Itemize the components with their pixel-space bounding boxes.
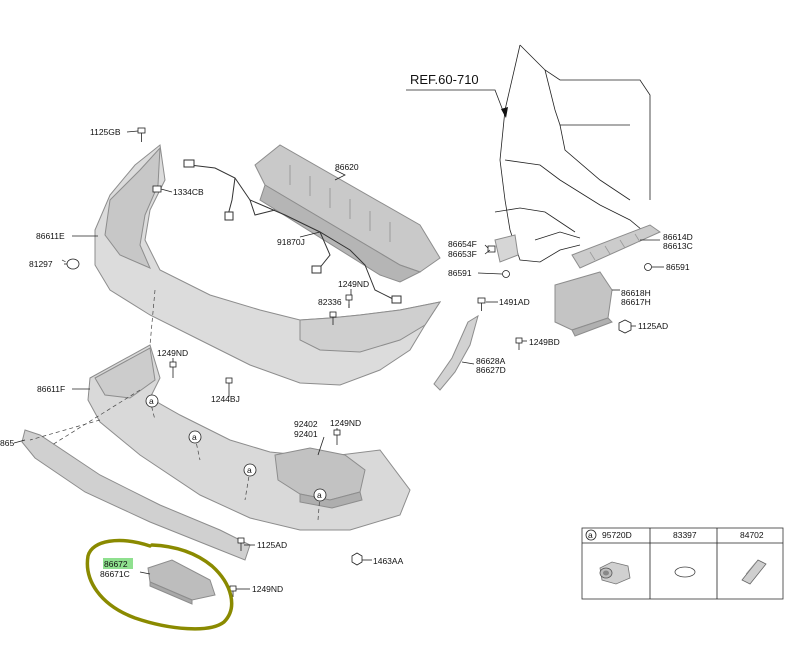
label-1334cb[interactable]: 1334CB <box>173 187 204 197</box>
label-92401[interactable]: 92401 <box>294 429 318 439</box>
ref-arrowhead <box>501 107 508 118</box>
label-1125gb[interactable]: 1125GB <box>90 127 121 137</box>
clip-icon <box>487 245 496 253</box>
label-86617h[interactable]: 86617H <box>621 297 651 307</box>
side-bracket-upper <box>494 234 519 263</box>
fasteners <box>66 127 652 597</box>
label-86614d[interactable]: 86614D <box>663 232 693 242</box>
label-86611f[interactable]: 86611F <box>37 384 65 394</box>
skid-plate <box>21 429 251 561</box>
label-82336[interactable]: 82336 <box>318 297 342 307</box>
label-86627d[interactable]: 86627D <box>476 365 506 375</box>
oval-sticker-icon <box>674 566 696 578</box>
label-86611e[interactable]: 86611E <box>36 231 65 241</box>
label-86591-right[interactable]: 86591 <box>666 262 690 272</box>
wiring-harness <box>183 159 402 304</box>
label-91870j[interactable]: 91870J <box>277 237 305 247</box>
label-86628a[interactable]: 86628A <box>476 356 506 366</box>
legend-part-95720d[interactable]: 95720D <box>602 530 632 540</box>
label-1244bj[interactable]: 1244BJ <box>211 394 240 404</box>
callout-a-3: a <box>247 465 252 475</box>
label-1249nd-bottom[interactable]: 1249ND <box>252 584 283 594</box>
screw-icon <box>502 270 510 278</box>
bolt-icon <box>333 429 341 445</box>
legend-part-83397[interactable]: 83397 <box>673 530 697 540</box>
reflector-lamp <box>147 559 216 605</box>
label-highlight <box>103 558 133 569</box>
side-rail-86614d <box>571 224 662 269</box>
bolt-icon <box>169 361 177 378</box>
highlight-circle <box>85 538 234 631</box>
side-trim-86628a <box>433 314 479 391</box>
label-86671c[interactable]: 86671C <box>100 569 130 579</box>
label-1125ad-right[interactable]: 1125AD <box>638 321 668 331</box>
screw-icon <box>644 263 652 271</box>
grommet-icon <box>66 258 80 270</box>
label-86613c[interactable]: 86613C <box>663 241 693 251</box>
label-1249nd-mid[interactable]: 1249ND <box>157 348 188 358</box>
label-1249nd-right[interactable]: 1249ND <box>330 418 361 428</box>
bolt-icon <box>477 297 486 311</box>
label-865[interactable]: 865 <box>0 438 14 448</box>
pad-icon <box>741 559 767 585</box>
upper-bumper-cover <box>94 144 442 386</box>
bolt-icon <box>225 377 233 392</box>
label-92402[interactable]: 92402 <box>294 419 318 429</box>
clip-icon <box>152 185 162 193</box>
sensor-icon <box>599 561 631 585</box>
bolt-icon <box>137 127 146 142</box>
legend-table: a 95720D 83397 84702 <box>581 527 784 600</box>
bolt-icon <box>515 337 523 350</box>
callout-a-1: a <box>149 396 154 406</box>
label-86620[interactable]: 86620 <box>335 162 359 172</box>
legend-mark-a: a <box>588 530 593 540</box>
vehicle-body-outline <box>494 44 651 263</box>
label-81297[interactable]: 81297 <box>29 259 53 269</box>
nut-icon <box>618 319 632 334</box>
label-1125ad-bottom[interactable]: 1125AD <box>257 540 287 550</box>
label-86654f[interactable]: 86654F <box>448 239 477 249</box>
bolt-icon <box>329 311 337 325</box>
label-86618h[interactable]: 86618H <box>621 288 651 298</box>
energy-absorber <box>254 144 441 283</box>
ref-leader <box>406 89 506 117</box>
callout-a-2: a <box>192 432 197 442</box>
label-1463aa[interactable]: 1463AA <box>373 556 404 566</box>
center-lamp-bracket <box>274 447 366 509</box>
ref-label[interactable]: REF.60-710 <box>410 72 479 87</box>
label-86653f[interactable]: 86653F <box>448 249 477 259</box>
nut-icon <box>351 552 363 566</box>
leader-lines <box>13 130 664 590</box>
label-1249bd[interactable]: 1249BD <box>529 337 560 347</box>
label-86591-left[interactable]: 86591 <box>448 268 472 278</box>
part-labels: 1125GB 1334CB 86620 86611E 91870J 81297 … <box>0 127 693 594</box>
callout-markers: a a a a <box>145 394 327 502</box>
label-86672[interactable]: 86672 <box>104 559 128 569</box>
label-1491ad[interactable]: 1491AD <box>499 297 530 307</box>
bolt-icon <box>237 537 245 551</box>
label-1249nd-top[interactable]: 1249ND <box>338 279 369 289</box>
legend-part-84702[interactable]: 84702 <box>740 530 764 540</box>
callout-a-4: a <box>317 490 322 500</box>
side-bracket-86618h <box>554 271 613 337</box>
